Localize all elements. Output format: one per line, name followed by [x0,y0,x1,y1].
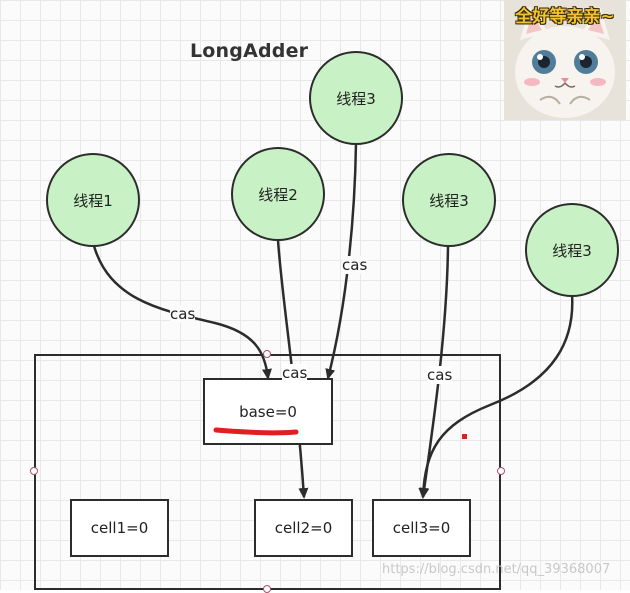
thread-label: 线程1 [73,191,113,210]
base-red-underline [213,427,299,436]
edge-thread1-to-base [92,245,272,380]
edge-thread3c-to-cell3 [418,293,574,499]
selection-handle-top [263,350,271,358]
red-dot-mark [462,434,467,439]
thread-label: 线程3 [552,241,592,260]
cell2-box: cell2=0 [254,499,353,557]
cell1-box: cell1=0 [70,499,169,557]
selection-handle-right [497,467,505,475]
edge-label-cas: cas [427,366,453,384]
sticker-caption: 全好等亲亲~ [515,7,615,27]
thread-circle-2: 线程2 [231,147,325,241]
thread-circle-3-middle: 线程3 [402,153,496,247]
thread-label: 线程3 [429,191,469,210]
edge-label-cas: cas [170,305,196,323]
cell3-box: cell3=0 [372,499,471,557]
selection-handle-left [30,467,38,475]
cat-sticker-image: 全好等亲亲~ [504,0,626,120]
thread-circle-3-top: 线程3 [309,51,403,145]
cell3-label: cell3=0 [392,519,451,537]
selection-handle-bottom [263,585,271,593]
base-label: base=0 [239,402,297,421]
edge-thread2-to-cell2 [276,239,309,499]
diagram-title: LongAdder [190,40,309,62]
thread-label: 线程2 [258,185,298,204]
thread-circle-3-right: 线程3 [525,203,619,297]
cell1-label: cell1=0 [90,519,149,537]
thread-circle-1: 线程1 [46,153,140,247]
thread-label: 线程3 [336,89,376,108]
cat-face-icon [504,0,626,120]
watermark-url: https://blog.csdn.net/qq_39368007 [382,562,611,577]
cell2-label: cell2=0 [274,519,333,537]
edge-label-cas: cas [342,256,368,274]
edge-label-cas: cas [282,364,308,382]
